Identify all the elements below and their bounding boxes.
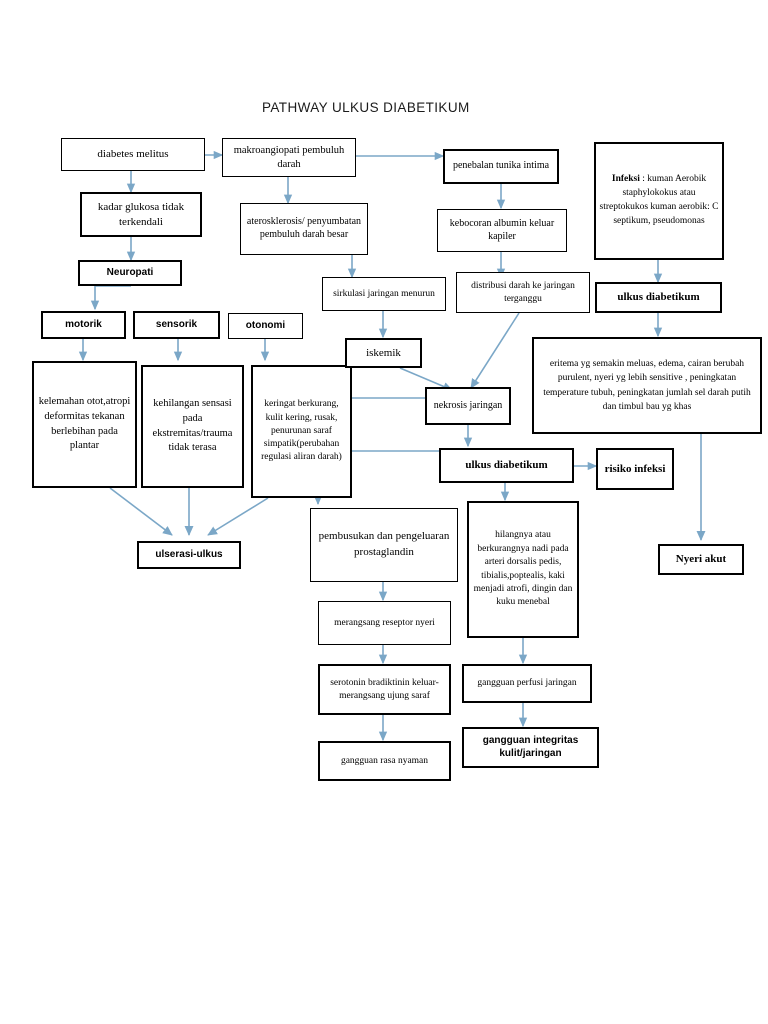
node-makroangiopati-label: makroangiopati pembuluh darah [233, 145, 345, 170]
node-pembusukan-label: pembusukan dan pengeluaran prostaglandin [318, 530, 450, 558]
node-gangguan-perfusi[interactable]: gangguan perfusi jaringan [462, 664, 592, 703]
node-gangguan-integritas-label: gangguan integritas kulit/jaringan [482, 734, 579, 759]
node-risiko-infeksi[interactable]: risiko infeksi [596, 448, 674, 490]
node-keringat-berkurang-label: keringat berkurang, kulit kering, rusak,… [261, 399, 342, 463]
node-ulserasi-ulkus[interactable]: ulserasi-ulkus [137, 541, 241, 569]
node-sensorik-label: sensorik [155, 318, 198, 330]
node-pembusukan[interactable]: pembusukan dan pengeluaran prostaglandin [310, 508, 458, 582]
node-eritema-label: eritema yg semakin meluas, edema, cairan… [543, 359, 751, 412]
node-gangguan-integritas[interactable]: gangguan integritas kulit/jaringan [462, 727, 599, 768]
node-penebalan-tunika-label: penebalan tunika intima [452, 160, 550, 172]
node-infeksi[interactable]: Infeksi : kuman Aerobik staphylokokus at… [594, 142, 724, 260]
node-sirkulasi-jaringan-label: sirkulasi jaringan menurun [333, 288, 435, 299]
node-gangguan-rasa-nyaman-label: gangguan rasa nyaman [340, 755, 429, 766]
node-sensorik[interactable]: sensorik [133, 311, 220, 339]
node-neuropati[interactable]: Neuropati [78, 260, 182, 286]
node-ulkus-diabetikum-right[interactable]: ulkus diabetikum [595, 282, 722, 313]
node-kebocoran-albumin[interactable]: kebocoran albumin keluar kapiler [437, 209, 567, 252]
node-merangsang-reseptor-label: merangsang reseptor nyeri [334, 617, 435, 628]
node-kadar-glukosa[interactable]: kadar glukosa tidak terkendali [80, 192, 202, 237]
node-otonomi[interactable]: otonomi [228, 313, 303, 339]
node-makroangiopati[interactable]: makroangiopati pembuluh darah [222, 138, 356, 177]
node-gangguan-perfusi-label: gangguan perfusi jaringan [477, 678, 577, 689]
node-keringat-berkurang[interactable]: keringat berkurang, kulit kering, rusak,… [251, 365, 352, 498]
node-ulkus-diabetikum-right-label: ulkus diabetikum [617, 291, 700, 304]
node-otonomi-label: otonomi [245, 319, 286, 331]
node-motorik[interactable]: motorik [41, 311, 126, 339]
node-diabetes-melitus[interactable]: diabetes melitus [61, 138, 205, 171]
page-title: PATHWAY ULKUS DIABETIKUM [262, 100, 470, 115]
node-nekrosis-jaringan-label: nekrosis jaringan [433, 399, 503, 411]
node-kadar-glukosa-label: kadar glukosa tidak terkendali [97, 201, 185, 228]
node-risiko-infeksi-label: risiko infeksi [604, 462, 666, 475]
node-motorik-label: motorik [65, 318, 102, 330]
node-distribusi-darah[interactable]: distribusi darah ke jaringan terganggu [456, 272, 590, 313]
node-hilangnya-nadi[interactable]: hilangnya atau berkurangnya nadi pada ar… [467, 501, 579, 638]
node-nekrosis-jaringan[interactable]: nekrosis jaringan [425, 387, 511, 425]
node-hilangnya-nadi-label: hilangnya atau berkurangnya nadi pada ar… [473, 530, 573, 608]
node-serotonin[interactable]: serotonin bradiktinin keluar-merangsang … [318, 664, 451, 715]
node-kehilangan-sensasi-label: kehilangan sensasi pada ekstremitas/trau… [152, 397, 233, 454]
node-ulserasi-ulkus-label: ulserasi-ulkus [155, 548, 223, 560]
node-gangguan-rasa-nyaman[interactable]: gangguan rasa nyaman [318, 741, 451, 781]
node-merangsang-reseptor[interactable]: merangsang reseptor nyeri [318, 601, 451, 645]
node-distribusi-darah-label: distribusi darah ke jaringan terganggu [471, 281, 575, 304]
node-nyeri-akut-label: Nyeri akut [675, 553, 727, 566]
node-nyeri-akut[interactable]: Nyeri akut [658, 544, 744, 575]
node-kelemahan-otot-label: kelemahan otot,atropi deformitas tekanan… [38, 395, 131, 452]
node-aterosklerosis[interactable]: aterosklerosis/ penyumbatan pembuluh dar… [240, 203, 368, 255]
node-serotonin-label: serotonin bradiktinin keluar-merangsang … [330, 678, 439, 701]
node-penebalan-tunika[interactable]: penebalan tunika intima [443, 149, 559, 184]
node-eritema[interactable]: eritema yg semakin meluas, edema, cairan… [532, 337, 762, 434]
node-infeksi-rest: : kuman Aerobik staphylokokus atau strep… [599, 174, 719, 226]
node-kehilangan-sensasi[interactable]: kehilangan sensasi pada ekstremitas/trau… [141, 365, 244, 488]
node-infeksi-lead: Infeksi [611, 174, 640, 185]
node-neuropati-label: Neuropati [106, 266, 154, 278]
node-diabetes-melitus-label: diabetes melitus [97, 148, 169, 161]
node-ulkus-diabetikum-center[interactable]: ulkus diabetikum [439, 448, 574, 483]
node-kebocoran-albumin-label: kebocoran albumin keluar kapiler [449, 217, 555, 242]
node-aterosklerosis-label: aterosklerosis/ penyumbatan pembuluh dar… [246, 216, 362, 240]
node-iskemik[interactable]: iskemik [345, 338, 422, 368]
node-sirkulasi-jaringan[interactable]: sirkulasi jaringan menurun [322, 277, 446, 311]
node-ulkus-diabetikum-center-label: ulkus diabetikum [465, 459, 548, 472]
node-kelemahan-otot[interactable]: kelemahan otot,atropi deformitas tekanan… [32, 361, 137, 488]
node-iskemik-label: iskemik [366, 346, 401, 359]
